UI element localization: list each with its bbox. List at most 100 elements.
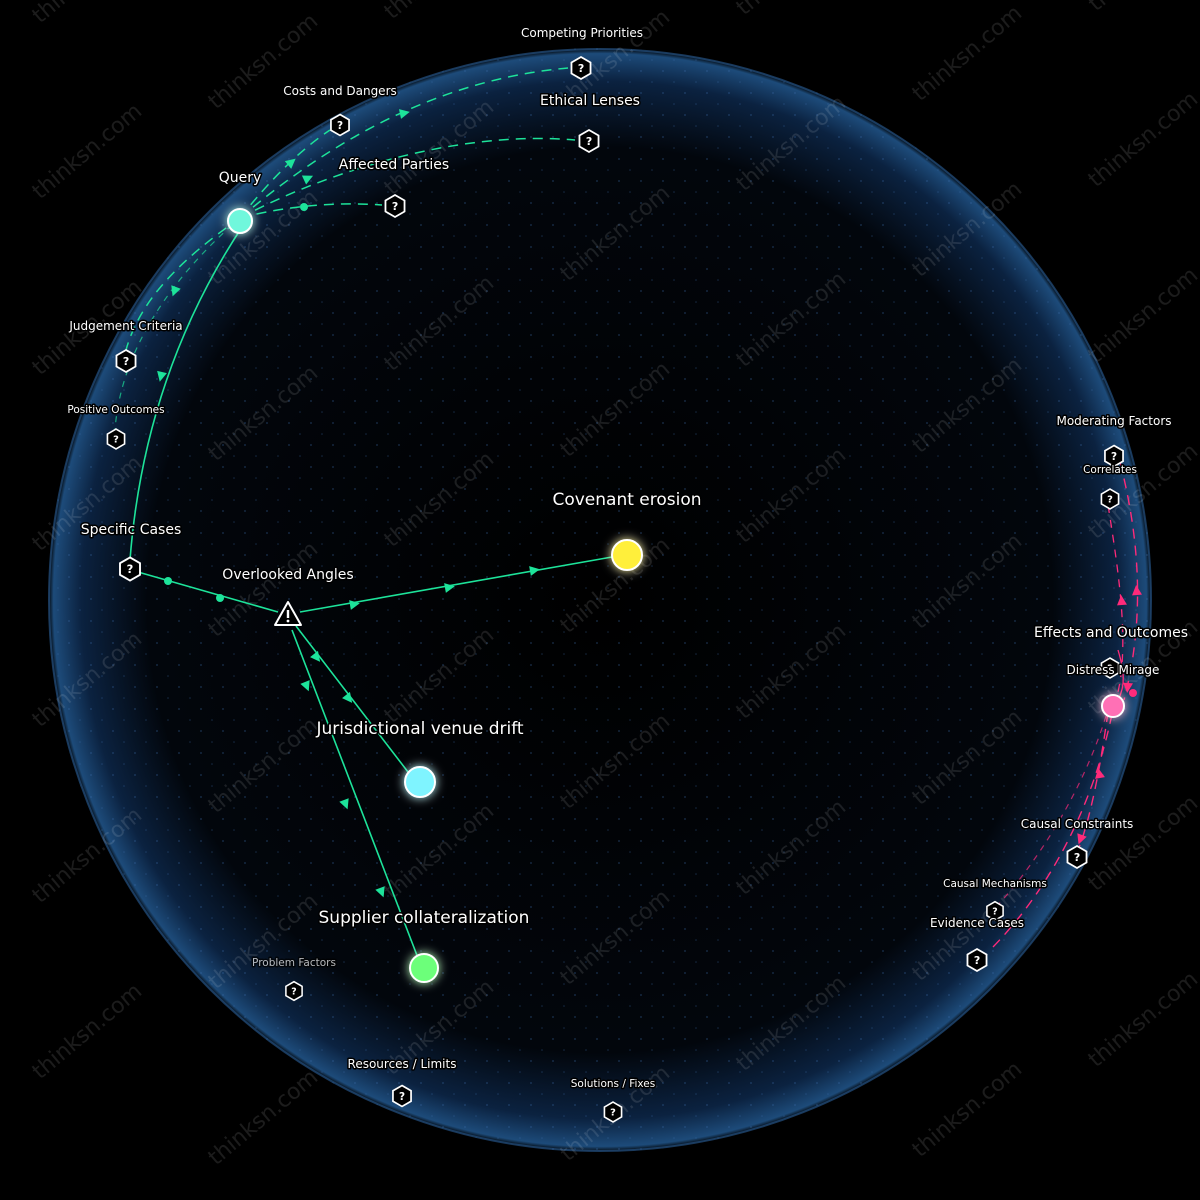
- question-hexagon-icon: [986, 900, 1004, 922]
- arrowhead: [1123, 682, 1133, 693]
- question-glyph: ?: [337, 120, 343, 132]
- arrowhead: [444, 583, 455, 593]
- category-node-resources-limits[interactable]: ?: [392, 1084, 412, 1108]
- link-dot: [216, 594, 224, 602]
- overlooked-angles-node[interactable]: [274, 601, 302, 626]
- query-node[interactable]: [227, 208, 253, 234]
- link-query-judgement-criteria: [125, 217, 241, 351]
- watermark-text: thinksn.com: [908, 1057, 1027, 1163]
- category-node-correlates[interactable]: ?: [1100, 488, 1120, 510]
- arrowhead: [300, 680, 310, 692]
- label-covenant-erosion: Covenant erosion: [552, 490, 701, 510]
- question-hexagon-icon: [119, 556, 141, 582]
- label-ethical-lenses: Ethical Lenses: [540, 93, 640, 109]
- watermark-text: thinksn.com: [1084, 967, 1200, 1073]
- link-layer: [114, 67, 1139, 959]
- link-dot: [164, 577, 172, 585]
- label-supplier-collateralization: Supplier collateralization: [319, 908, 530, 928]
- label-moderating-factors: Moderating Factors: [1056, 414, 1171, 428]
- link-overlooked-supplier: [291, 629, 419, 959]
- category-node-causal-constraints[interactable]: ?: [1066, 844, 1088, 870]
- arrowhead: [349, 600, 360, 610]
- link-correlates-mirage: [1107, 504, 1124, 701]
- watermark-text: thinksn.com: [1084, 263, 1200, 369]
- category-node-judgement-criteria[interactable]: ?: [115, 348, 137, 374]
- question-glyph: ?: [291, 986, 296, 997]
- watermark-text: thinksn.com: [1084, 0, 1200, 17]
- arrowhead: [310, 650, 321, 662]
- category-node-positive-outcomes[interactable]: ?: [106, 428, 126, 450]
- covenant-erosion-node[interactable]: [611, 539, 643, 571]
- watermark-text: thinksn.com: [908, 1, 1027, 107]
- question-hexagon-icon: [1104, 444, 1124, 468]
- label-jurisdictional-venue-drift: Jurisdictional venue drift: [315, 719, 523, 739]
- question-glyph: ?: [974, 954, 980, 967]
- sphere-dot-texture: [48, 48, 1152, 1152]
- arrowhead: [398, 109, 410, 119]
- link-query-affected-parties: [239, 203, 383, 219]
- question-glyph: ?: [586, 135, 592, 148]
- question-glyph: ?: [1111, 451, 1117, 463]
- label-specific-cases: Specific Cases: [81, 522, 182, 538]
- question-glyph: ?: [578, 62, 584, 75]
- arrowhead: [1077, 833, 1087, 845]
- link-query-specific-cases: [129, 223, 245, 561]
- arrowhead: [339, 798, 349, 810]
- watermark-text: thinksn.com: [204, 9, 323, 115]
- question-glyph: ?: [610, 1108, 616, 1119]
- arrowhead: [342, 691, 353, 703]
- question-hexagon-icon: [330, 113, 350, 137]
- question-glyph: ?: [1107, 495, 1113, 506]
- question-hexagon-icon: [578, 128, 600, 154]
- label-distress-mirage: Distress Mirage: [1067, 663, 1160, 677]
- label-evidence-cases: Evidence Cases: [930, 916, 1024, 930]
- question-hexagon-icon: [966, 947, 988, 973]
- watermark-text: thinksn.com: [380, 0, 499, 25]
- arrowhead: [157, 370, 167, 382]
- question-glyph: ?: [392, 200, 398, 213]
- watermark-text: thinksn.com: [28, 99, 147, 205]
- arrowhead: [284, 158, 296, 169]
- category-node-problem-factors[interactable]: ?: [285, 980, 303, 1002]
- category-node-ethical-lenses[interactable]: ?: [578, 128, 600, 154]
- question-glyph: ?: [123, 355, 129, 368]
- supplier-collateralization-node[interactable]: [409, 953, 439, 983]
- category-node-affected-parties[interactable]: ?: [384, 193, 406, 219]
- question-glyph: ?: [127, 562, 134, 576]
- category-node-costs-and-dangers[interactable]: ?: [330, 113, 350, 137]
- label-resources-limits: Resources / Limits: [348, 1057, 457, 1071]
- arrowhead: [1117, 595, 1127, 606]
- label-costs-and-dangers: Costs and Dangers: [283, 84, 397, 98]
- link-mirage-evidence-cases: [989, 713, 1113, 951]
- link-overlooked-venue: [295, 625, 409, 773]
- sphere-rim: [48, 48, 1152, 1152]
- label-affected-parties: Affected Parties: [339, 157, 449, 173]
- label-overlooked-angles: Overlooked Angles: [222, 567, 353, 583]
- category-node-evidence-cases[interactable]: ?: [966, 947, 988, 973]
- label-correlates: Correlates: [1083, 464, 1137, 476]
- question-hexagon-icon: [392, 1084, 412, 1108]
- question-glyph: ?: [1074, 851, 1080, 864]
- category-node-effects-and-outcomes[interactable]: ?: [1100, 657, 1120, 679]
- category-node-moderating-factors[interactable]: ?: [1104, 444, 1124, 468]
- link-dot: [300, 203, 308, 211]
- category-node-competing-priorities[interactable]: ?: [570, 55, 592, 81]
- distress-mirage-node[interactable]: [1101, 694, 1125, 718]
- question-hexagon-icon: [106, 428, 126, 450]
- watermark-text: thinksn.com: [1084, 87, 1200, 193]
- category-node-layer: ????????????????: [106, 55, 1124, 1123]
- arrowhead: [301, 175, 314, 185]
- main-node-layer: [227, 208, 1125, 983]
- category-node-specific-cases[interactable]: ?: [119, 556, 141, 582]
- question-hexagon-icon: [1100, 488, 1120, 510]
- jurisdictional-venue-drift-node[interactable]: [404, 766, 436, 798]
- watermark-text: thinksn.com: [28, 979, 147, 1085]
- question-hexagon-icon: [1100, 657, 1120, 679]
- arrowhead: [375, 886, 385, 898]
- label-positive-outcomes: Positive Outcomes: [67, 404, 164, 416]
- category-node-solutions-fixes[interactable]: ?: [603, 1101, 623, 1123]
- question-glyph: ?: [113, 435, 119, 446]
- category-node-causal-mechanisms[interactable]: ?: [986, 900, 1004, 922]
